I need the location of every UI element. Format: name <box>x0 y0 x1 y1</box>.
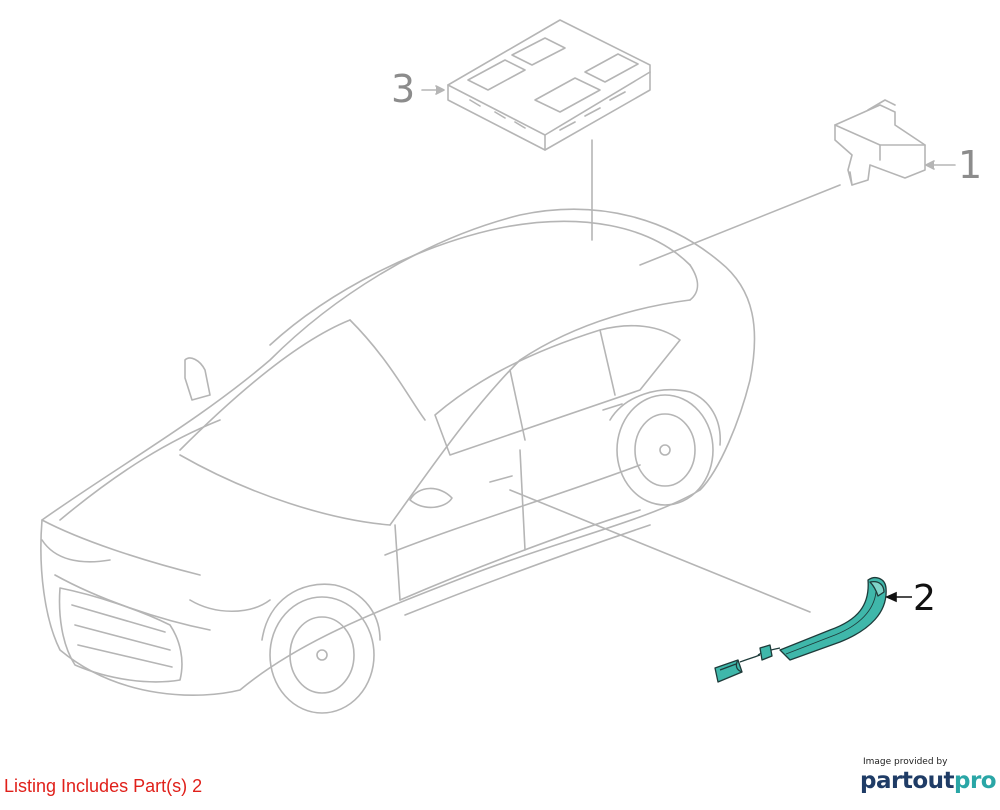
callout-part-3: 3 <box>391 67 416 111</box>
image-credit: Image provided by partoutpro <box>860 757 1000 794</box>
brand-part-text: partout <box>860 768 955 794</box>
callout-part-2: 2 <box>913 578 936 619</box>
partoutpro-logo: partoutpro <box>860 768 1000 794</box>
bracket-part-1 <box>639 99 926 266</box>
brand-pro-text: pro <box>954 768 997 794</box>
leader-arrow-2 <box>885 591 912 603</box>
control-module-part-3 <box>447 19 651 241</box>
credit-caption: Image provided by <box>863 757 948 767</box>
trim-strip-part-2 <box>714 577 887 683</box>
vehicle-outline <box>40 208 756 714</box>
listing-note: Listing Includes Part(s) 2 <box>4 776 203 796</box>
callout-part-1: 1 <box>958 143 983 187</box>
leader-lines <box>421 85 956 613</box>
